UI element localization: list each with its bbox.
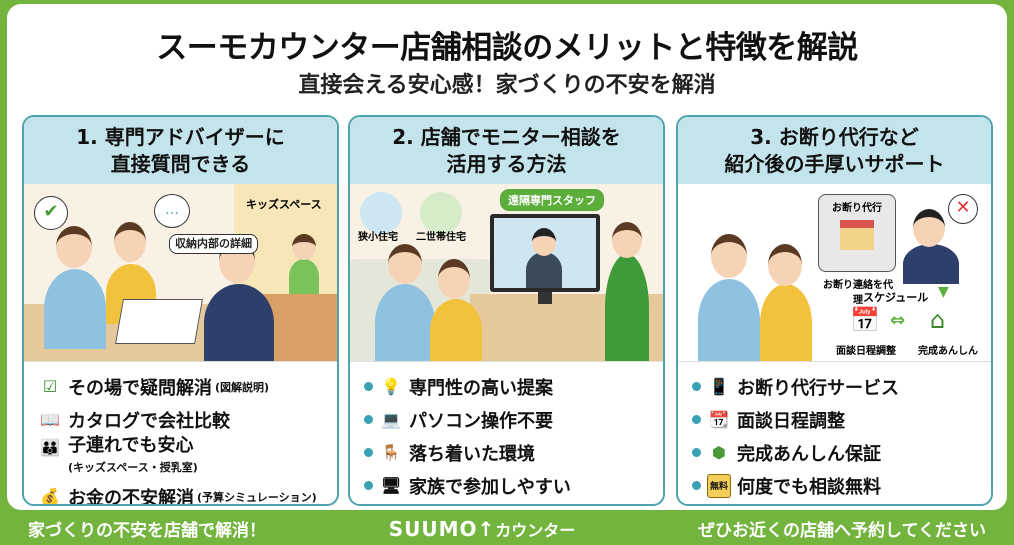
- schedule-label: スケジュール: [863, 291, 929, 304]
- home-hands-icon: ⌂: [930, 306, 946, 334]
- calendar-icon: 📆: [709, 410, 729, 429]
- footer-left-text: 家づくりの不安を店舗で解消！: [28, 521, 266, 541]
- arrow-down-icon: ▼: [938, 284, 949, 300]
- calendar-clock-icon: 📅: [850, 306, 880, 334]
- card-title: 1. 専門アドバイザーに直接質問できる: [24, 117, 337, 184]
- list-item: 📆面談日程調整: [692, 403, 981, 436]
- shield-home-icon: ⬢: [712, 443, 726, 462]
- video-call-icon: 🖥: [380, 476, 402, 495]
- list-item: 💻パソコン操作不要: [364, 403, 653, 436]
- list-item: 💡専門性の高い提案: [364, 370, 653, 403]
- list-item: 無料何度でも相談無料: [692, 469, 981, 502]
- list-item: ☑その場で疑問解消(図解説明): [38, 370, 327, 403]
- card-advisor: 1. 専門アドバイザーに直接質問できる キッズスペース 収納内部の詳細 ✔ … …: [22, 115, 339, 506]
- page-title: スーモカウンター店舗相談のメリットと特徴を解説: [156, 30, 858, 66]
- decline-text: お断り連絡を代理: [823, 280, 893, 306]
- card-title: 3. お断り代行など紹介後の手厚いサポート: [678, 117, 991, 184]
- monitor-screen: [490, 214, 600, 292]
- decline-bubble: お断り代行: [818, 194, 896, 272]
- chat-icon: …: [154, 194, 190, 228]
- free-badge-icon: 無料: [707, 473, 731, 498]
- customer-woman: [430, 299, 482, 361]
- customer-man: [375, 284, 435, 361]
- list-item: 📱お断り代行サービス: [692, 370, 981, 403]
- double-arrow-icon: ⇔: [890, 310, 906, 331]
- checkbox-icon: ☑: [42, 377, 58, 396]
- feature-list: ☑その場で疑問解消(図解説明) 📖カタログで会社比較 👪子連れでも安心(キッズス…: [24, 362, 337, 506]
- man-figure: [44, 269, 106, 349]
- card-monitor: 2. 店舗でモニター相談を活用する方法 狭小住宅 二世帯住宅 遠隔専門スタッフ …: [348, 115, 665, 506]
- feature-list: 💡専門性の高い提案 💻パソコン操作不要 🪑落ち着いた環境 🖥家族で参加しやすい: [350, 362, 663, 502]
- phone-decline-icon: 📱: [709, 377, 729, 396]
- advisor-figure: [204, 284, 274, 361]
- illustration-support: お断り代行 お断り連絡を代理 ✕ スケジュール ▼ 📅 ⇔ ⌂ 面談日程調整 完…: [678, 184, 991, 362]
- calendar-label: 面談日程調整: [836, 346, 896, 357]
- man-figure: [698, 279, 760, 361]
- laptop-icon: 💻: [381, 410, 401, 429]
- staff-figure: [903, 244, 959, 284]
- list-item: 💰お金の不安解消(予算シミュレーション): [38, 480, 327, 506]
- feature-list: 📱お断り代行サービス 📆面談日程調整 ⬢完成あんしん保証 無料何度でも相談無料: [678, 362, 991, 502]
- footer-banner: 家づくりの不安を店舗で解消！ SUUMO↑カウンター ぜひお近くの店舗へ予約して…: [0, 512, 1014, 545]
- list-item: 🖥家族で参加しやすい: [364, 469, 653, 502]
- house1-label: 狭小住宅: [358, 232, 398, 243]
- list-item: 🪑落ち着いた環境: [364, 436, 653, 469]
- catalog-book: [115, 299, 203, 344]
- list-item: 📖カタログで会社比較: [38, 403, 327, 436]
- page-subtitle: 直接会える安心感！家づくりの不安を解消: [298, 73, 716, 98]
- check-house-icon: ✔: [34, 196, 68, 230]
- decline-x-icon: ✕: [948, 194, 978, 224]
- table-chairs-icon: 🪑: [381, 443, 401, 462]
- staff-figure: [605, 254, 649, 361]
- speech-bubble: 収納内部の詳細: [169, 234, 258, 254]
- lightbulb-icon: 💡: [381, 377, 401, 396]
- child-figure: [289, 259, 319, 294]
- kids-space-label: キッズスペース: [246, 198, 322, 211]
- staff-badge: 遠隔専門スタッフ: [500, 189, 604, 211]
- card-support: 3. お断り代行など紹介後の手厚いサポート お断り代行 お断り連絡を代理 ✕ ス…: [676, 115, 993, 506]
- catalog-icon: 📖: [40, 410, 60, 429]
- illustration-monitor: 狭小住宅 二世帯住宅 遠隔専門スタッフ: [350, 184, 663, 362]
- house2-label: 二世帯住宅: [416, 232, 466, 243]
- suumo-counter-logo: SUUMO↑カウンター: [388, 516, 576, 541]
- money-bag-icon: 💰: [40, 487, 60, 506]
- home-label: 完成あんしん: [918, 346, 978, 357]
- woman-figure: [760, 284, 812, 361]
- card-title: 2. 店舗でモニター相談を活用する方法: [350, 117, 663, 184]
- list-item: 👪子連れでも安心(キッズスペース・授乳室): [38, 436, 327, 480]
- list-item: ⬢完成あんしん保証: [692, 436, 981, 469]
- footer-right-text: ぜひお近くの店舗へ予約してください: [698, 521, 986, 541]
- family-icon: 👪: [40, 438, 60, 457]
- illustration-consultation: キッズスペース 収納内部の詳細 ✔ …: [24, 184, 337, 362]
